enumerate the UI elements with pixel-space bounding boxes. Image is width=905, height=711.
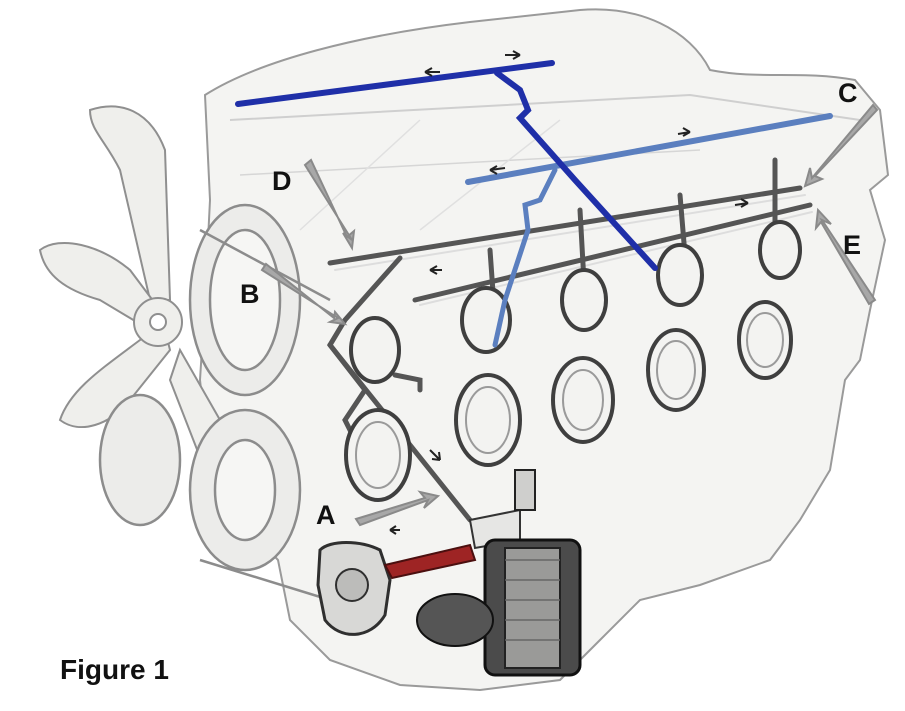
oil-filter-icon xyxy=(416,469,582,677)
figure-caption: Figure 1 xyxy=(60,654,169,685)
callout-label-d: D xyxy=(272,166,292,196)
lifter-feed-line xyxy=(492,167,558,348)
crank-pulley xyxy=(98,203,331,602)
callout-label-b: B xyxy=(240,279,260,309)
callout-label-c: C xyxy=(838,78,858,108)
pump-outlet-passage xyxy=(383,543,477,580)
callout-arrows xyxy=(260,103,879,527)
main-oil-gallery-line xyxy=(235,60,555,107)
flow-arrows xyxy=(389,50,749,535)
callout-label-e: E xyxy=(843,230,862,260)
main-oil-feed-line xyxy=(494,70,658,271)
lifter-gallery-line xyxy=(465,113,833,185)
callout-label-a: A xyxy=(316,500,336,530)
